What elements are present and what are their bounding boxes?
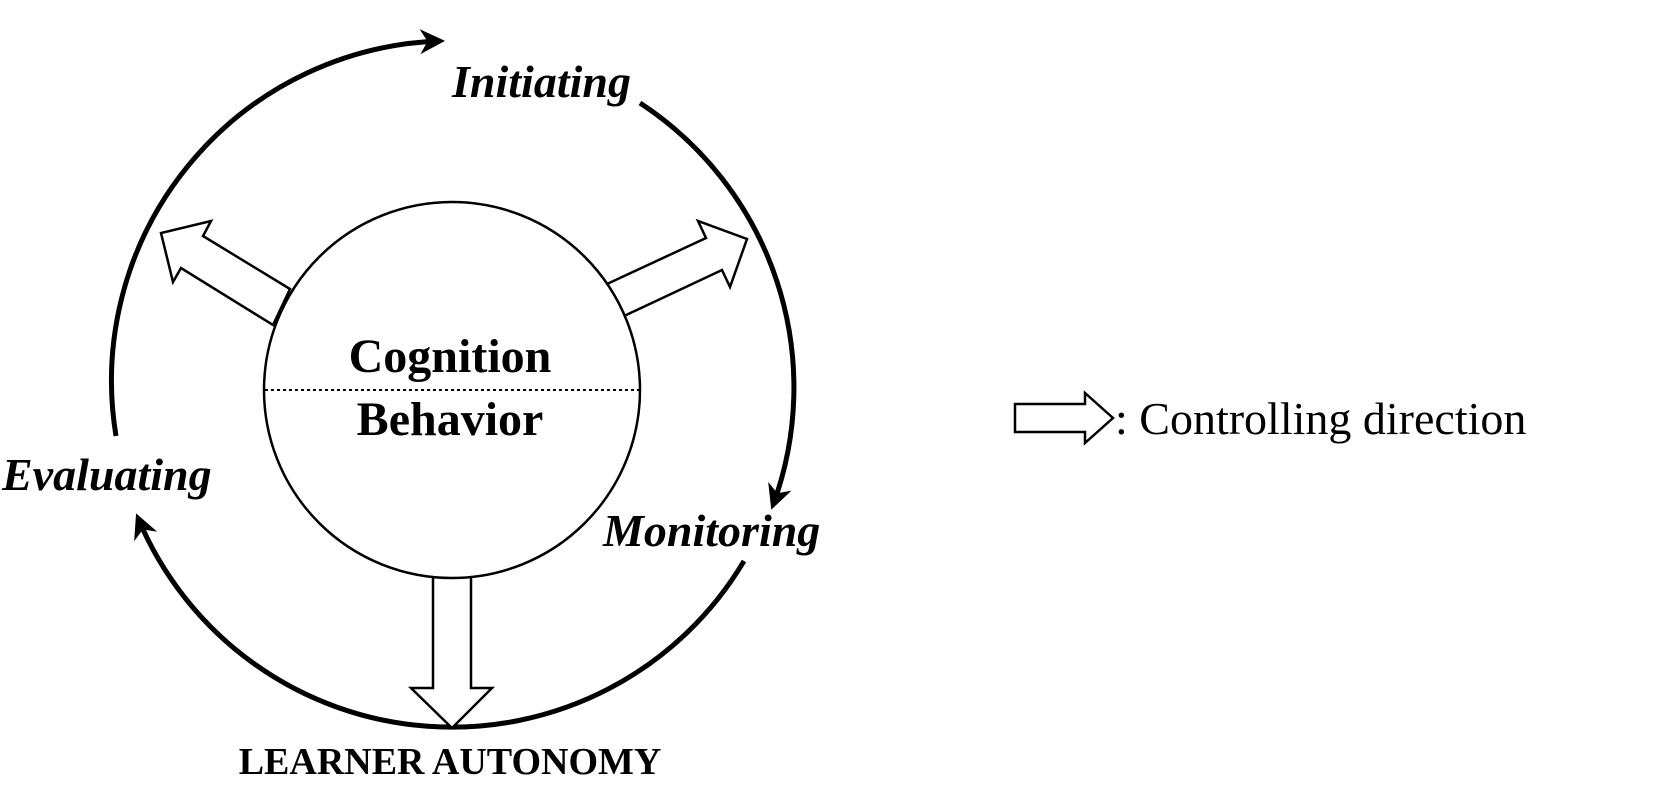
- core-label-cognition: Cognition: [349, 330, 552, 383]
- legend-label: : Controlling direction: [1115, 393, 1526, 444]
- controlling-arrows: [159, 218, 749, 730]
- stage-label-monitoring: Monitoring: [602, 505, 820, 556]
- stage-label-evaluating: Evaluating: [1, 449, 212, 500]
- controlling-arrow-upper-right: [605, 218, 749, 318]
- controlling-arrow-down: [407, 568, 496, 730]
- outcome-label: LEARNER AUTONOMY: [239, 741, 662, 783]
- legend: : Controlling direction: [1013, 390, 1526, 446]
- core-label-behavior: Behavior: [357, 393, 544, 446]
- legend-hollow-arrow-icon: [1013, 390, 1115, 446]
- cycle-arrow-evaluating-to-initiating: [109, 29, 445, 437]
- cycle-arrow-monitoring-to-evaluating: [134, 513, 747, 730]
- stage-label-initiating: Initiating: [451, 56, 631, 107]
- core-circle-group: Cognition Behavior: [262, 200, 642, 580]
- cycle-arrow-initiating-to-monitoring: [638, 100, 797, 510]
- cycle-ring: [109, 29, 797, 730]
- controlling-arrow-upper-left: [159, 219, 292, 327]
